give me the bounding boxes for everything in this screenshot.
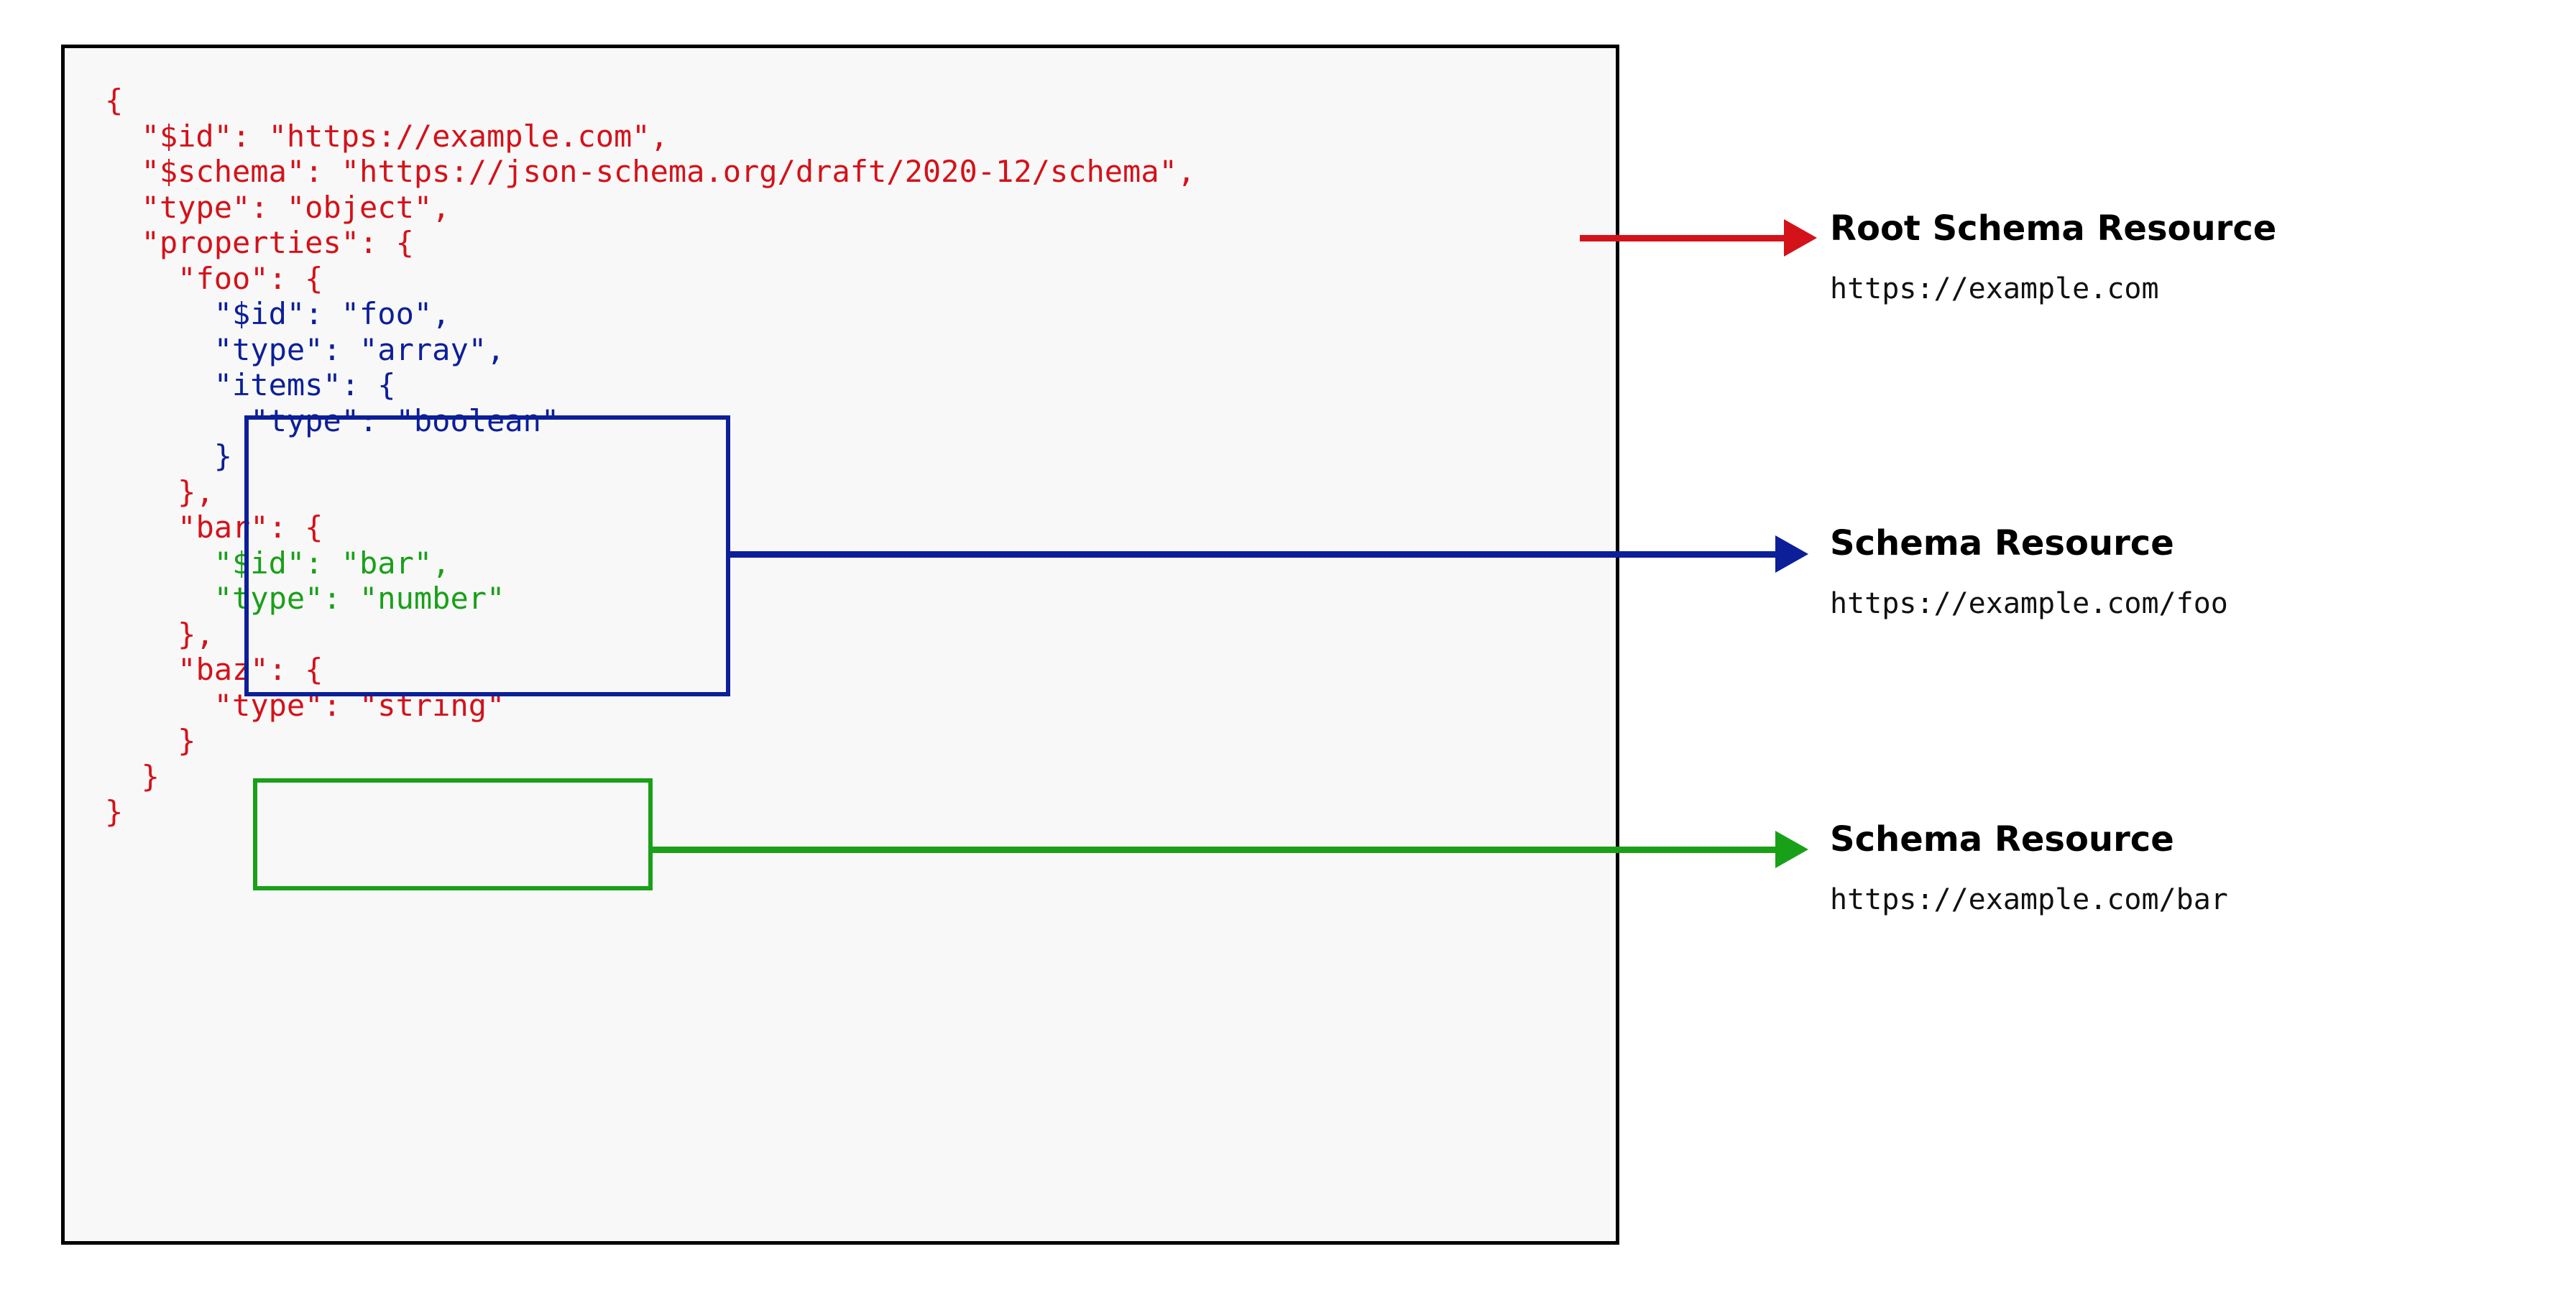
code-token: } xyxy=(178,723,196,758)
code-line: "type": "array", xyxy=(105,332,1195,368)
bar-schema-title: Schema Resource xyxy=(1830,819,2174,860)
code-line: "type": "number" xyxy=(105,581,1195,617)
code-line: }, xyxy=(105,474,1195,510)
code-token: "$id": "https://example.com", xyxy=(141,118,668,154)
code-line: "type": "object", xyxy=(105,190,1195,226)
code-token: "baz": { xyxy=(178,652,323,687)
root-schema-arrow-line xyxy=(1580,235,1795,241)
code-token: "type": "object", xyxy=(141,189,451,225)
code-line: } xyxy=(105,438,1195,474)
bar-schema-arrow-head xyxy=(1775,831,1808,868)
foo-schema-url: https://example.com/foo xyxy=(1830,587,2228,620)
code-token: "type": "array", xyxy=(213,331,505,367)
code-token: "properties": { xyxy=(141,225,414,260)
foo-schema-annotation: Schema Resource https://example.com/foo xyxy=(1830,523,2228,621)
root-schema-url: https://example.com xyxy=(1830,272,2159,305)
root-schema-annotation: Root Schema Resource https://example.com xyxy=(1830,208,2276,306)
code-line: "$id": "bar", xyxy=(105,545,1195,581)
code-token: "type": "number" xyxy=(213,581,505,616)
code-token: "foo": { xyxy=(178,260,323,296)
root-schema-title: Root Schema Resource xyxy=(1830,208,2277,249)
json-code-panel: { "$id": "https://example.com", "$schema… xyxy=(61,45,1619,1245)
code-line: "foo": { xyxy=(105,261,1195,297)
code-token: "type": "boolean" xyxy=(250,402,560,438)
code-line: "type": "string" xyxy=(105,688,1195,724)
json-code-block: { "$id": "https://example.com", "$schema… xyxy=(105,83,1195,830)
code-line: } xyxy=(105,723,1195,759)
bar-schema-arrow-line xyxy=(648,847,1790,853)
code-line: "items": { xyxy=(105,367,1195,403)
foo-schema-arrow-line xyxy=(726,551,1790,558)
bar-schema-url: https://example.com/bar xyxy=(1830,883,2228,916)
foo-schema-title: Schema Resource xyxy=(1830,523,2174,563)
foo-schema-arrow-head xyxy=(1775,535,1808,573)
code-token: } xyxy=(105,794,124,829)
bar-schema-annotation: Schema Resource https://example.com/bar xyxy=(1830,819,2228,917)
code-token: "$id": "bar", xyxy=(213,545,451,581)
code-token: "type": "string" xyxy=(213,687,505,723)
code-token: "items": { xyxy=(213,367,396,402)
code-token: { xyxy=(105,83,124,118)
code-token: "bar": { xyxy=(178,510,323,545)
code-token: "$id": "foo", xyxy=(213,296,451,331)
code-line: "$schema": "https://json-schema.org/draf… xyxy=(105,154,1196,190)
code-line: { xyxy=(105,83,1195,119)
code-token: } xyxy=(141,758,160,794)
code-token: }, xyxy=(178,616,214,652)
code-token: }, xyxy=(178,474,214,510)
code-line: "properties": { xyxy=(105,225,1195,261)
code-line: "baz": { xyxy=(105,652,1195,688)
code-line: }, xyxy=(105,617,1195,653)
code-line: "type": "boolean" xyxy=(105,403,1195,439)
code-line: "bar": { xyxy=(105,510,1195,545)
code-token: "$schema": "https://json-schema.org/draf… xyxy=(141,154,1196,189)
code-token: } xyxy=(213,438,233,474)
code-line: "$id": "foo", xyxy=(105,296,1195,332)
code-line: } xyxy=(105,759,1195,795)
code-line: "$id": "https://example.com", xyxy=(105,119,1195,155)
code-line: } xyxy=(105,794,1195,830)
root-schema-arrow-head xyxy=(1784,219,1817,257)
